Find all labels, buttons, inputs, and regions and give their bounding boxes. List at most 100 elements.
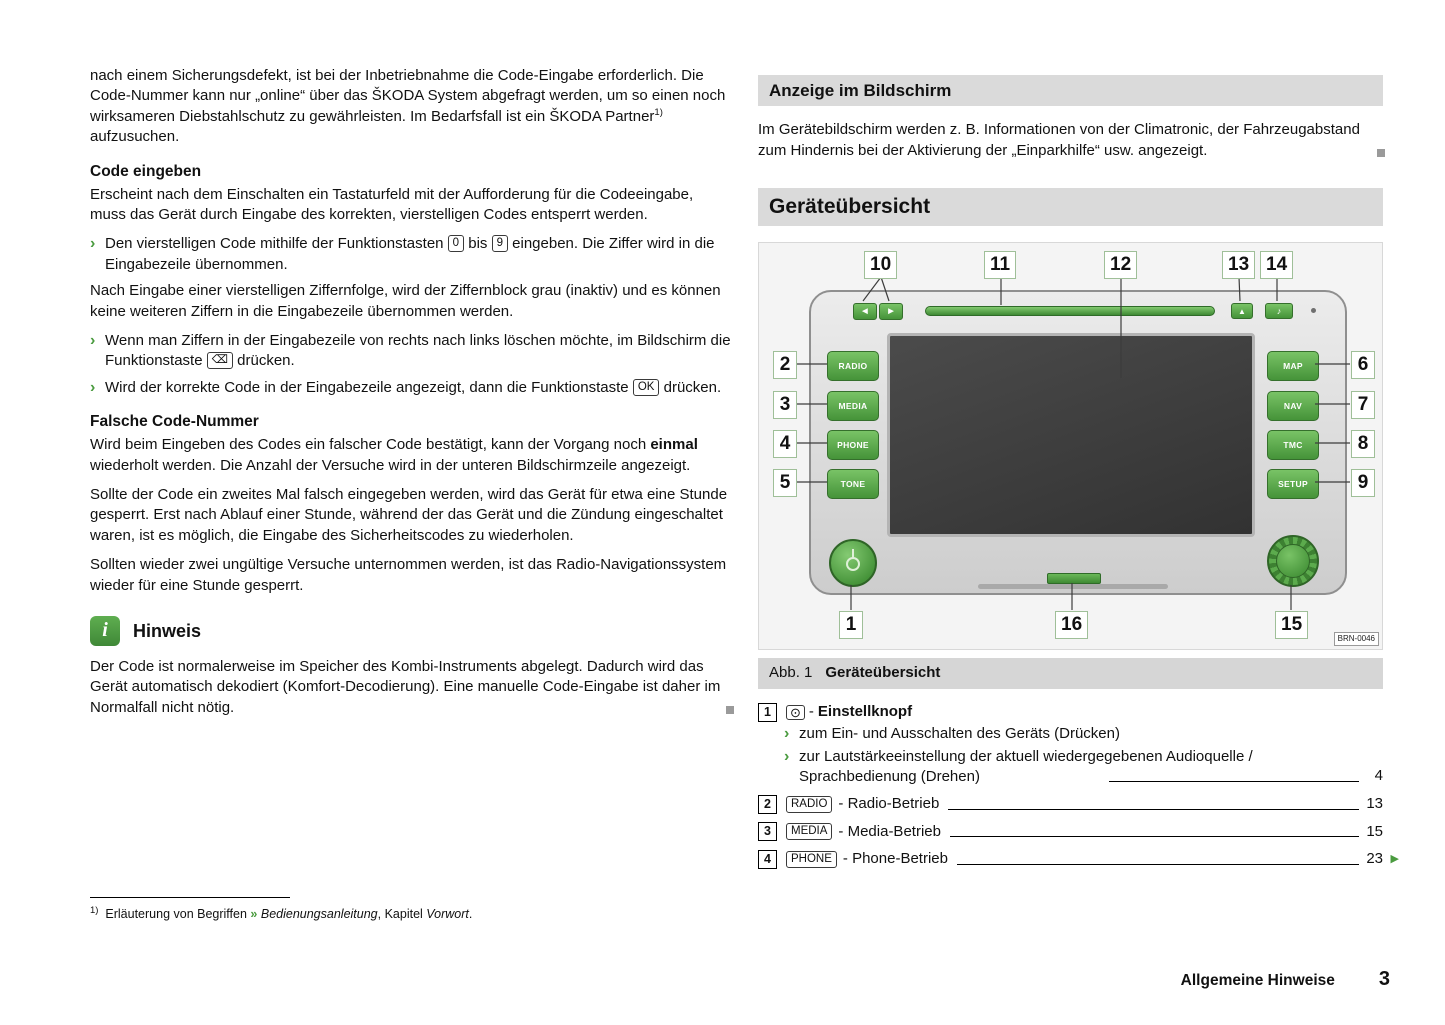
callout-14: 14: [1260, 251, 1294, 280]
cd-slot: [925, 306, 1215, 317]
code-paragraph: Erscheint nach dem Einschalten ein Tasta…: [90, 185, 694, 224]
display-paragraph: Im Gerätebildschirm werden z. B. Informa…: [758, 120, 1385, 161]
paragraph-text: wiederholt werden. Die Anzahl der Versuc…: [90, 456, 691, 474]
legend-sub-text: zur Lautstärkeeinstellung der aktuell wi…: [799, 747, 1253, 785]
wrong-code-paragraph-2: Sollte der Code ein zweites Mal falsch e…: [90, 486, 728, 544]
bullet-text-part: drücken.: [232, 352, 295, 370]
key-9-icon: 9: [491, 235, 508, 253]
radio-button: RADIO: [827, 351, 879, 382]
footnote-part: , Kapitel: [377, 907, 427, 921]
eject-button: ▲: [1231, 303, 1253, 320]
inactive-paragraph: Nach Eingabe einer vierstelligen Ziffern…: [90, 282, 721, 320]
bullet-arrow-icon: ›: [784, 747, 790, 765]
power-icon-tick: [851, 549, 855, 559]
page-footer: Allgemeine Hinweise 3: [1181, 966, 1390, 993]
bullet-arrow-icon: ›: [90, 331, 96, 349]
legend-separator: -: [808, 702, 814, 720]
continuation-arrow-icon: ▶: [1390, 853, 1399, 866]
sensor-dot: [1311, 308, 1316, 314]
figure-label: Abb. 1: [769, 664, 813, 682]
bottom-strip: [978, 584, 1168, 590]
ok-key-icon: OK: [632, 378, 660, 396]
info-icon: i: [90, 615, 120, 646]
bullet-arrow-icon: ›: [90, 378, 96, 396]
radio-key-icon: RADIO: [786, 796, 833, 814]
callout-7: 7: [1351, 391, 1375, 420]
intro-text: nach einem Sicherungsdefekt, ist bei der…: [90, 67, 726, 125]
footnote: 1) Erläuterung von Begriffen » Bedienung…: [90, 897, 732, 923]
radio-nav-device: ◀ ▶ ▲ ♪ RADIO MEDIA PHONE TONE MAP NAV T…: [809, 290, 1347, 596]
media-key-icon: MEDIA: [786, 823, 833, 841]
bullet-text: Wenn man Ziffern in der Eingabezeile von…: [105, 331, 732, 372]
legend-number: 3: [758, 822, 777, 842]
display-text: Im Gerätebildschirm werden z. B. Informa…: [758, 121, 1360, 159]
legend-page-number: 23: [1366, 850, 1383, 868]
emphasized-word: einmal: [650, 436, 698, 454]
knob-icon: ⊙: [786, 704, 805, 720]
callout-10: 10: [864, 251, 898, 280]
bullet-arrow-icon: ›: [90, 235, 96, 253]
section-end-marker: [1377, 148, 1385, 157]
menu-knob: [1267, 535, 1319, 588]
callout-lines: [797, 277, 1350, 611]
legend-item-text: - Media-Betrieb: [838, 822, 941, 840]
legend-item-2: 2 RADIO - Radio-Betrieb 13: [758, 794, 1383, 815]
legend-sub-item-press: › zum Ein- und Ausschalten des Geräts (D…: [784, 724, 1383, 744]
leader-line: [949, 836, 1360, 838]
setup-button: SETUP: [1267, 469, 1319, 500]
legend-number: 2: [758, 795, 777, 815]
nav-button: NAV: [1267, 391, 1319, 422]
bullet-item-delete-digit: › Wenn man Ziffern in der Eingabezeile v…: [90, 331, 732, 372]
legend-number: 1: [758, 702, 777, 722]
bullet-text: Den vierstelligen Code mithilfe der Funk…: [105, 234, 732, 275]
legend-number: 4: [758, 849, 777, 869]
footnote-reference: 1): [654, 106, 663, 118]
legend-item-3: 3 MEDIA - Media-Betrieb 15: [758, 822, 1383, 842]
callout-15: 15: [1275, 611, 1309, 640]
callout-13: 13: [1222, 251, 1256, 280]
right-column: Anzeige im Bildschirm Im Gerätebildschir…: [758, 75, 1399, 870]
intro-paragraph: nach einem Sicherungsdefekt, ist bei der…: [90, 66, 732, 148]
power-icon: [846, 557, 860, 572]
note-paragraph: Der Code ist normalerweise im Speicher d…: [90, 657, 734, 718]
falsche-code-heading: Falsche Code-Nummer: [90, 413, 259, 431]
bullet-arrow-icon: ›: [784, 725, 790, 743]
note-text: Der Code ist normalerweise im Speicher d…: [90, 657, 721, 716]
leader-line: [956, 863, 1360, 865]
bullet-text-part: Wird der korrekte Code in der Eingabezei…: [105, 378, 633, 396]
bullet-item-enter-code: › Den vierstelligen Code mithilfe der Fu…: [90, 234, 732, 275]
callout-11: 11: [984, 251, 1017, 280]
leader-line: [1109, 781, 1359, 783]
sd-card-slot: [1047, 573, 1101, 585]
backspace-key-icon: ⌫: [206, 352, 233, 370]
legend-page-number: 15: [1366, 822, 1383, 840]
footnote-divider: [90, 897, 290, 898]
sound-button: ♪: [1265, 303, 1293, 320]
footnote-text: 1) Erläuterung von Begriffen » Bedienung…: [90, 906, 732, 923]
callout-8: 8: [1351, 430, 1375, 459]
legend: 1 ⊙ - Einstellknopf › zum Ein- und Aussc…: [758, 702, 1399, 870]
bullet-text-part: bis: [464, 235, 492, 253]
key-0-icon: 0: [447, 235, 465, 253]
note-header: i Hinweis: [90, 615, 732, 646]
bullet-text: Wird der korrekte Code in der Eingabezei…: [105, 378, 732, 398]
callout-12: 12: [1104, 251, 1138, 280]
legend-sub-text-wrap: zur Lautstärkeeinstellung der aktuell wi…: [799, 747, 1383, 788]
callout-1: 1: [839, 611, 863, 640]
bullet-text-part: eingeben. Die Ziffer wird in die Eingabe…: [105, 235, 715, 273]
bullet-item-confirm-code: › Wird der korrekte Code in der Eingabez…: [90, 378, 732, 398]
seek-forward-button: ▶: [879, 303, 903, 321]
intro-text-end: aufzusuchen.: [90, 128, 180, 146]
callout-3: 3: [773, 391, 797, 420]
footer-section-title: Allgemeine Hinweise: [1180, 972, 1335, 989]
note-heading: Hinweis: [133, 620, 202, 641]
callout-9: 9: [1351, 469, 1375, 498]
device-overview-figure: ◀ ▶ ▲ ♪ RADIO MEDIA PHONE TONE MAP NAV T…: [758, 242, 1383, 651]
bullet-text-part: Wenn man Ziffern in der Eingabezeile von…: [105, 331, 731, 370]
figure-code: BRN-0046: [1333, 631, 1379, 647]
wrong-code-paragraph-1: Wird beim Eingeben des Codes ein falsche…: [90, 435, 732, 476]
tone-button: TONE: [827, 469, 879, 500]
wrong-code-paragraph-3: Sollten wieder zwei ungültige Versuche u…: [90, 556, 727, 594]
left-column: nach einem Sicherungsdefekt, ist bei der…: [90, 66, 734, 727]
callout-2: 2: [773, 351, 797, 380]
